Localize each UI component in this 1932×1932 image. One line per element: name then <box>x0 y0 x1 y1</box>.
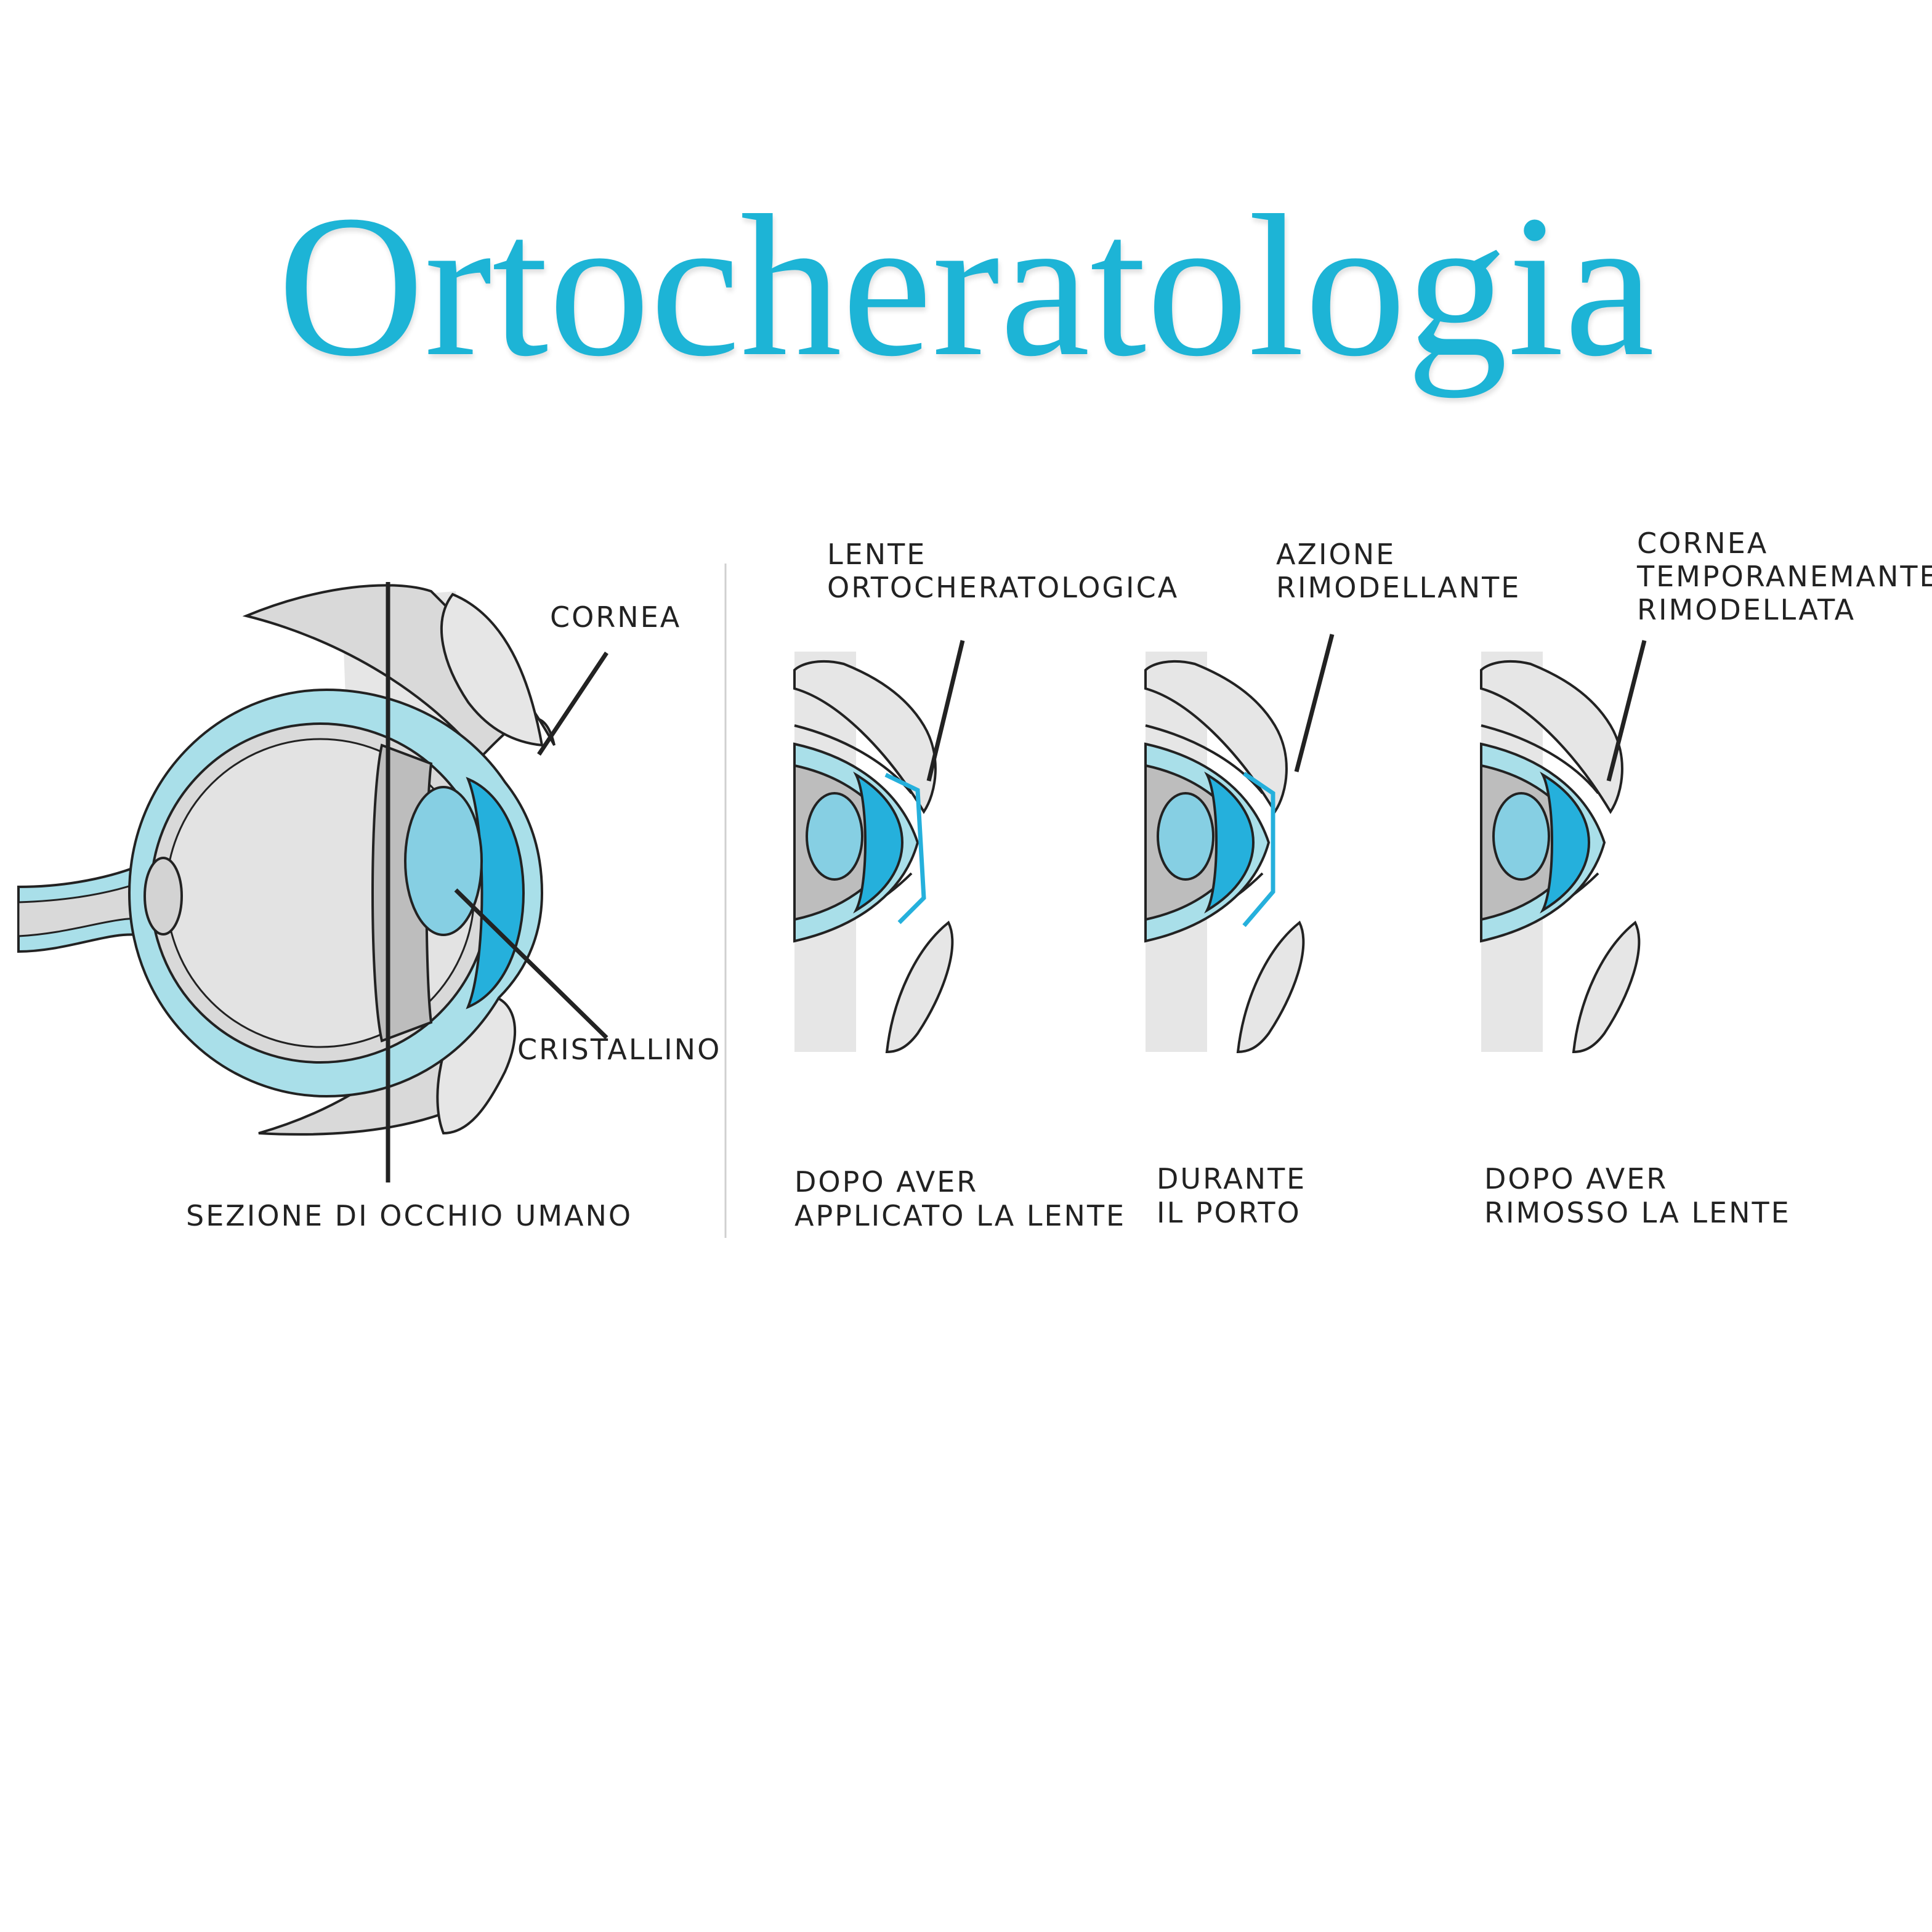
upper-lash-fold <box>440 592 544 747</box>
ortho-lens-outline <box>884 772 926 924</box>
stage-3-illustration <box>1480 650 1641 1053</box>
cornea-label: CORNEA <box>550 600 681 634</box>
page-title: Ortocheratologia <box>277 174 1655 398</box>
stage-1-pointer <box>926 640 965 782</box>
stage-3-caption: DOPO AVER RIMOSSO LA LENTE <box>1484 1162 1791 1229</box>
stage-1-label: LENTE ORTOCHERATOLOGICA <box>827 538 1179 604</box>
stage-2-label: AZIONE RIMODELLANTE <box>1276 538 1521 604</box>
left-caption: SEZIONE DI OCCHIO UMANO <box>186 1199 633 1232</box>
cristallino-pointer <box>454 888 608 1040</box>
remodeling-lens-outline <box>1242 772 1275 928</box>
stage-3-pointer <box>1606 640 1647 782</box>
cornea-pointer <box>537 652 608 756</box>
stage-3-label: CORNEA TEMPORANEMANTE RIMODELLATA <box>1636 527 1932 626</box>
crystalline-lens <box>404 786 483 936</box>
stage-2-illustration <box>1144 650 1305 1053</box>
eye-section-illustration <box>17 582 608 1182</box>
stage-1-caption: DOPO AVER APPLICATO LA LENTE <box>794 1165 1126 1232</box>
stage-2-caption: DURANTE IL PORTO <box>1157 1162 1317 1229</box>
stage-2-pointer <box>1294 634 1335 772</box>
stage-1-illustration <box>793 650 954 1053</box>
cristallino-label: CRISTALLINO <box>517 1033 721 1066</box>
optic-disc <box>143 857 183 936</box>
